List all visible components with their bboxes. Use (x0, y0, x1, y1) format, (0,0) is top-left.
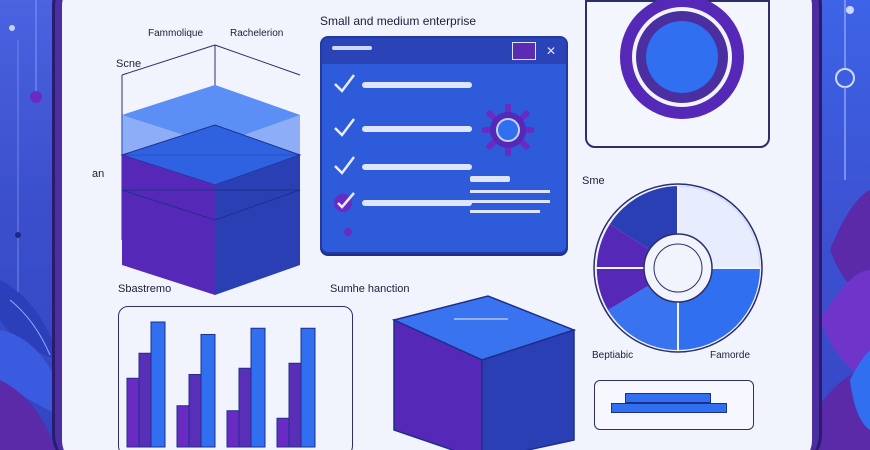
bar (150, 321, 166, 448)
label-top-b: Rachelerion (230, 28, 284, 39)
checklist-item[interactable] (332, 72, 472, 100)
stack-button[interactable] (594, 380, 754, 430)
label-left-an: an (92, 168, 105, 180)
checklist-item[interactable] (332, 190, 472, 218)
label-bars: Sbastremo (118, 283, 172, 295)
check-icon (334, 156, 355, 175)
bar (300, 327, 316, 448)
stack-bar (625, 393, 711, 403)
right-leaf-decoration (810, 0, 870, 450)
gear-icon[interactable] (480, 102, 536, 158)
checklist-line (362, 200, 472, 206)
text-line (470, 176, 510, 182)
check-icon (334, 74, 355, 93)
bar (200, 334, 216, 448)
text-line (470, 200, 550, 203)
checklist-item[interactable] (332, 116, 472, 144)
ring-chart-icon (593, 183, 763, 353)
checklist-window: ✕ (320, 36, 568, 254)
close-icon[interactable]: ✕ (545, 44, 557, 58)
text-line (470, 210, 540, 213)
window-titlebar: ✕ (322, 38, 566, 64)
donut-panel (585, 0, 770, 148)
window-action-button[interactable] (512, 42, 536, 60)
layered-cube-graphic (120, 44, 302, 295)
stack-bar (611, 403, 727, 413)
titlebar-text (332, 46, 372, 50)
checklist-line (362, 126, 472, 132)
status-dot (344, 228, 352, 236)
label-right-sme: Sme (582, 175, 605, 187)
label-bottom-right: Famorde (710, 350, 751, 361)
checklist-line (362, 82, 472, 88)
checklist-item[interactable] (332, 154, 472, 182)
bar-chart (126, 321, 316, 448)
checklist-line (362, 164, 472, 170)
cube-graphic (391, 295, 577, 450)
label-bottom-left: Beptiabic (592, 350, 634, 361)
check-circle-icon (334, 192, 355, 212)
label-scene: Scne (116, 58, 142, 70)
check-icon (334, 118, 355, 137)
bar-chart-panel (118, 306, 353, 450)
bar (250, 327, 266, 448)
heading-main: Small and medium enterprise (320, 14, 477, 28)
text-line (470, 190, 550, 193)
label-box: Sumhe hanction (330, 283, 410, 295)
label-top-a: Fammolique (148, 28, 204, 39)
donut-icon (620, 0, 744, 119)
